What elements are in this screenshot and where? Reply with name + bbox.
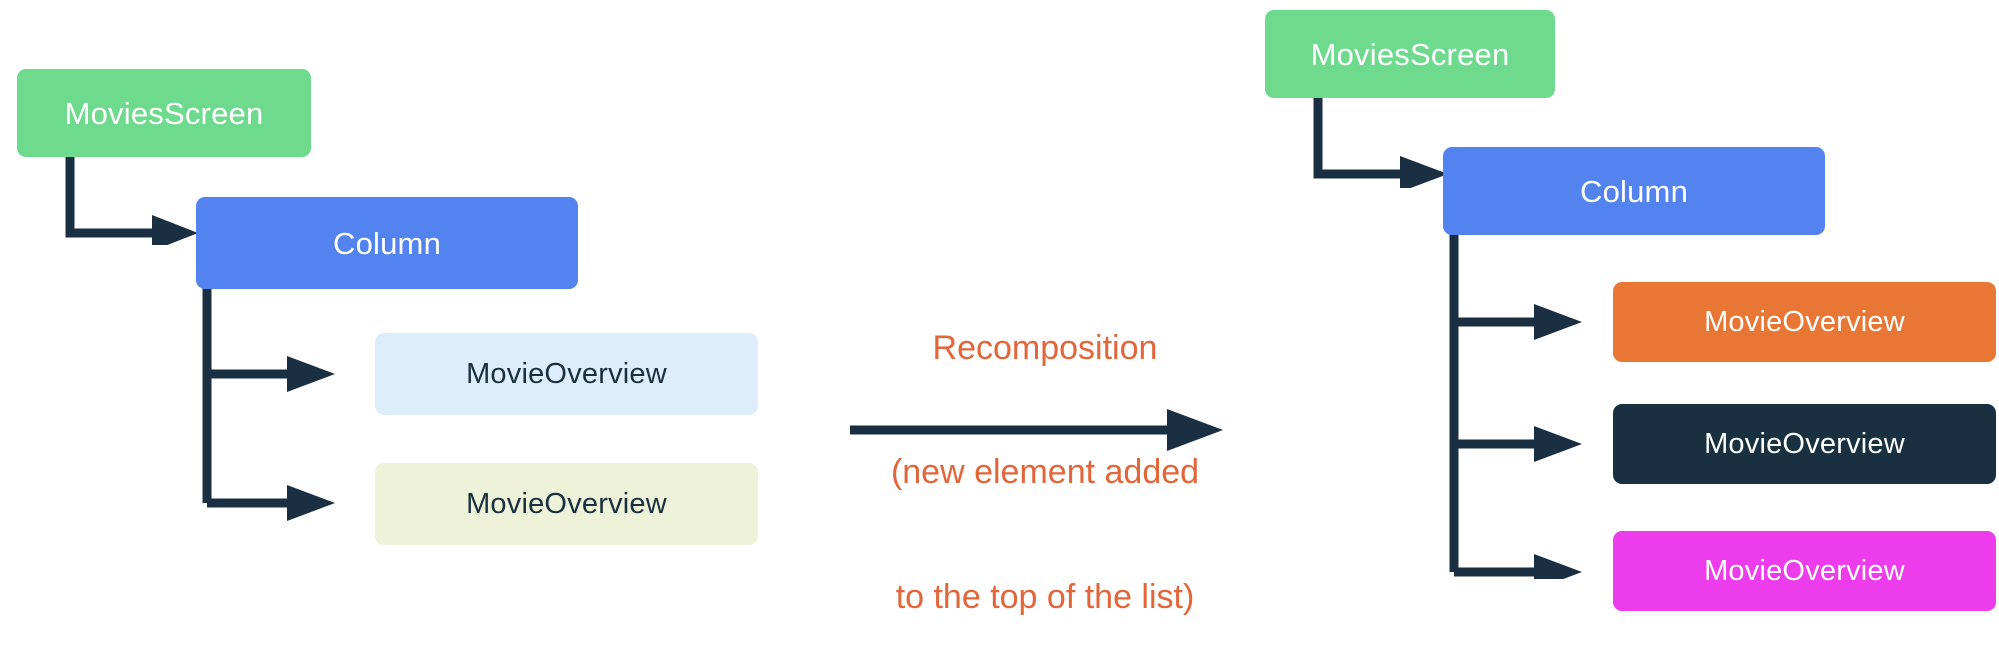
node-before-movieoverview-1[interactable]: MovieOverview <box>375 333 758 415</box>
node-after-moviesscreen[interactable]: MoviesScreen <box>1265 10 1555 98</box>
node-label: MovieOverview <box>466 487 667 520</box>
node-label: MovieOverview <box>1704 554 1905 587</box>
node-after-movieoverview-2[interactable]: MovieOverview <box>1613 404 1996 484</box>
node-before-moviesscreen[interactable]: MoviesScreen <box>17 69 311 157</box>
node-label: MovieOverview <box>1704 427 1905 460</box>
node-label: MovieOverview <box>466 357 667 390</box>
node-before-column[interactable]: Column <box>196 197 578 289</box>
recomposition-caption-line-2: (new element added <box>890 453 1200 492</box>
node-label: Column <box>1579 173 1689 209</box>
node-after-movieoverview-1[interactable]: MovieOverview <box>1613 282 1996 362</box>
recomposition-caption: Recomposition (new element added to the … <box>805 245 1285 648</box>
node-label: MovieOverview <box>1704 305 1905 338</box>
node-label: MoviesScreen <box>1310 36 1510 72</box>
connector-before-column-to-children <box>202 288 335 521</box>
node-label: Column <box>332 225 442 261</box>
node-before-movieoverview-2[interactable]: MovieOverview <box>375 463 758 545</box>
node-after-column[interactable]: Column <box>1443 147 1825 235</box>
node-after-movieoverview-3[interactable]: MovieOverview <box>1613 531 1996 611</box>
node-label: MoviesScreen <box>64 95 264 131</box>
recomposition-caption-line-1: Recomposition <box>932 328 1158 367</box>
recomposition-caption-line-3: to the top of the list) <box>895 577 1195 616</box>
